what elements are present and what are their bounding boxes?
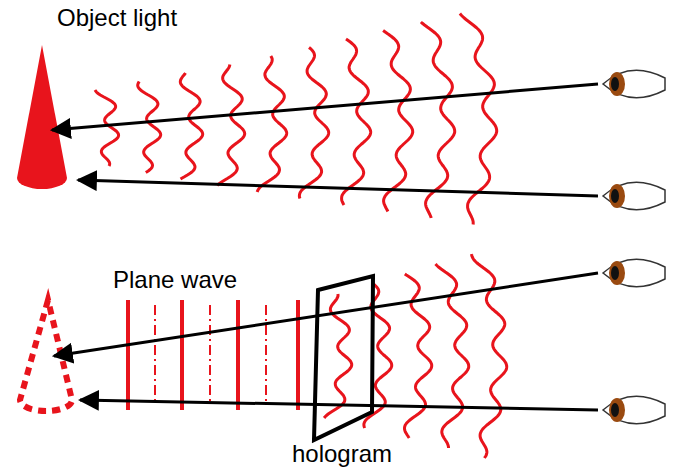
object-cone [17, 45, 67, 189]
plane-wave-fronts [128, 300, 298, 410]
spherical-wave-fronts [95, 14, 507, 459]
plane-wave-fronts-dashed [155, 305, 266, 405]
wave-front [472, 254, 507, 458]
eye [603, 182, 665, 209]
wave-front [180, 73, 202, 179]
plane-wave-label: Plane wave [113, 266, 237, 294]
eye [603, 396, 665, 423]
wave-front [342, 39, 371, 205]
wave-front [299, 48, 328, 199]
wave-front [257, 56, 287, 192]
wave-front [436, 264, 469, 448]
wave-front [383, 31, 413, 212]
eyes [603, 70, 665, 423]
eye [603, 70, 665, 97]
object-light-label: Object light [57, 4, 177, 32]
hologram-label: hologram [292, 440, 392, 468]
wave-front [138, 82, 161, 173]
eye [603, 259, 665, 286]
wave-front [217, 65, 245, 186]
wave-front [95, 90, 119, 166]
wave-front [421, 22, 455, 218]
sight-lines [52, 84, 598, 410]
hologram-plate [314, 276, 373, 440]
